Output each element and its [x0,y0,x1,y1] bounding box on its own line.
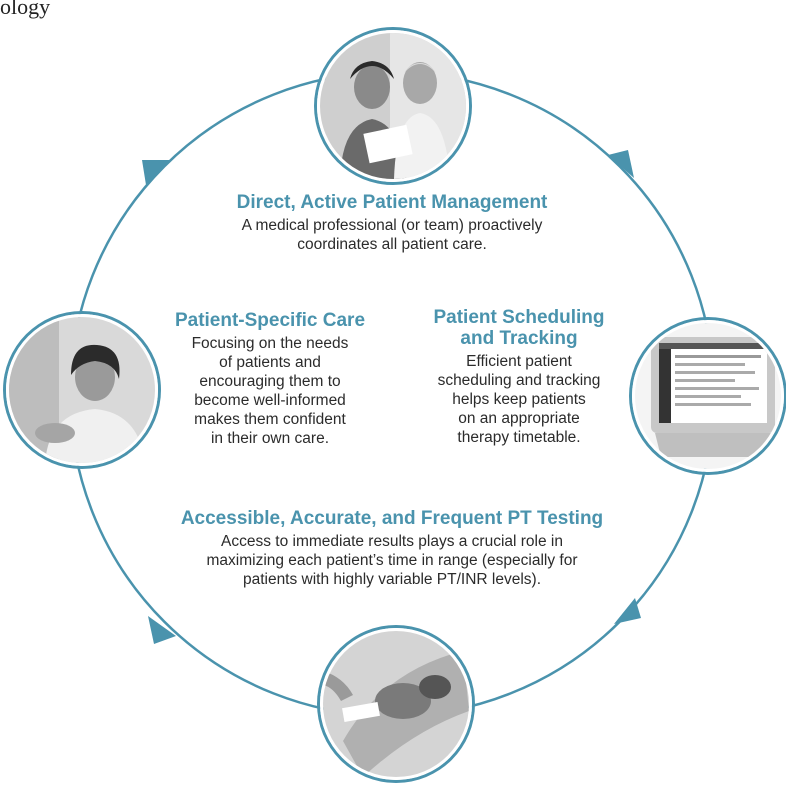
block-pt-testing: Accessible, Accurate, and Frequent PT Te… [142,508,642,589]
photo-clinicians [317,30,469,182]
block-direct-management: Direct, Active Patient Management A medi… [192,192,592,254]
arrow-bottom-right-icon [614,598,641,624]
pt-testing-title: Accessible, Accurate, and Frequent PT Te… [180,508,604,529]
scheduling-tracking-title: Patient Scheduling and Tracking [406,307,632,349]
direct-management-body: A medical professional (or team) proacti… [192,216,592,254]
pt-testing-line-1: Access to immediate results plays a cruc… [221,533,563,550]
arrow-bottom-left-icon [148,616,176,644]
scheduling-tracking-line-1: Efficient patient [466,353,572,370]
pt-testing-body: Access to immediate results plays a cruc… [142,532,642,589]
scheduling-tracking-body: Efficient patient scheduling and trackin… [406,352,632,447]
scheduling-tracking-title-line-1: Patient Scheduling [433,307,605,328]
patient-specific-care-line-4: become well-informed [194,392,346,409]
direct-management-line-1: A medical professional (or team) proacti… [241,217,543,234]
scheduling-tracking-line-5: therapy timetable. [457,429,581,446]
arrow-top-left-icon [142,160,170,185]
photo-computer [632,320,784,472]
patient-specific-care-line-3: encouraging them to [199,373,341,390]
scheduling-tracking-line-2: scheduling and tracking [437,372,601,389]
photo-patient [6,314,158,466]
photo-testing-meter [320,628,472,780]
pt-testing-line-3: patients with highly variable PT/INR lev… [242,571,542,588]
patient-specific-care-line-1: Focusing on the needs [191,335,349,352]
direct-management-title: Direct, Active Patient Management [236,192,548,213]
scheduling-tracking-line-3: helps keep patients [452,391,586,408]
block-patient-specific-care: Patient-Specific Care Focusing on the ne… [160,310,380,448]
direct-management-line-2: coordinates all patient care. [297,236,487,253]
page-header-fragment: ology [0,0,51,19]
patient-specific-care-line-6: in their own care. [210,430,330,447]
patient-specific-care-title: Patient-Specific Care [174,310,366,331]
pt-testing-line-2: maximizing each patient’s time in range … [206,552,578,569]
patient-specific-care-line-2: of patients and [219,354,321,371]
block-scheduling-tracking: Patient Scheduling and Tracking Efficien… [406,307,632,447]
scheduling-tracking-title-line-2: and Tracking [460,328,578,349]
scheduling-tracking-line-4: on an appropriate [458,410,580,427]
arrow-top-right-icon [608,150,634,178]
patient-specific-care-body: Focusing on the needs of patients and en… [160,334,380,448]
patient-specific-care-line-5: makes them confident [194,411,346,428]
